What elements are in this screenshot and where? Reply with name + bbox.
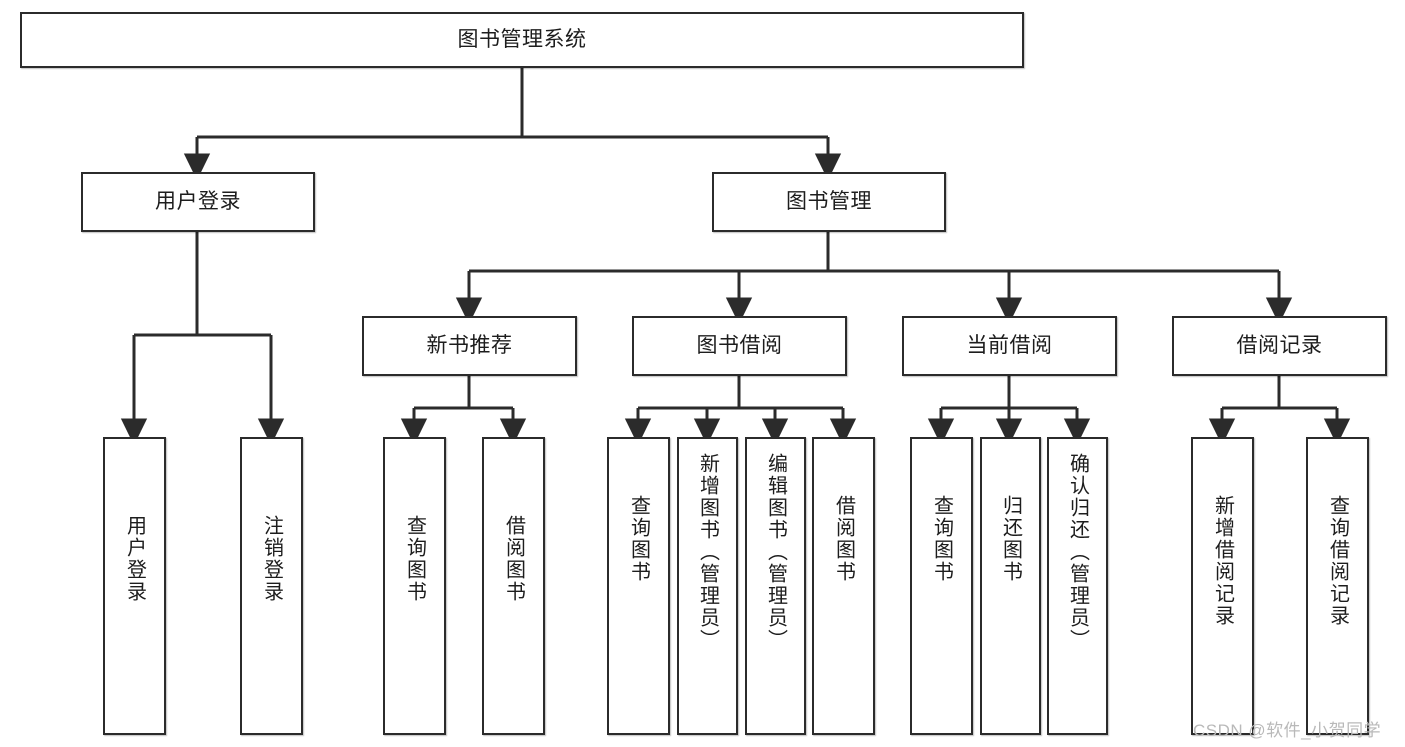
node-label: 查询图书 [403,515,426,603]
node-leaf-borrow-book-recommend[interactable]: 借阅图书 [482,437,545,735]
node-label: 图书管理 [786,189,872,213]
node-label: 新书推荐 [426,333,513,357]
node-label: 用户登录 [123,515,146,603]
node-leaf-return-book[interactable]: 归还图书 [980,437,1041,735]
node-label: 新增借阅记录 [1211,495,1234,627]
node-leaf-query-borrow-record[interactable]: 查询借阅记录 [1306,437,1369,735]
node-label: 注销登录 [260,515,283,603]
node-new-book-recommend[interactable]: 新书推荐 [362,316,577,376]
node-label: 归还图书 [999,495,1022,583]
node-book-management[interactable]: 图书管理 [712,172,946,232]
csdn-watermark: CSDN @软件_小贺同学 [1193,721,1382,740]
node-leaf-borrow-book[interactable]: 借阅图书 [812,437,875,735]
node-label: 查询图书 [930,495,953,583]
node-label: 借阅记录 [1236,333,1323,357]
node-leaf-add-borrow-record[interactable]: 新增借阅记录 [1191,437,1254,735]
node-label: 用户登录 [155,189,241,213]
node-root-system[interactable]: 图书管理系统 [20,12,1024,68]
node-leaf-query-book-recommend[interactable]: 查询图书 [383,437,446,735]
node-label: 新增图书（管理员） [696,453,719,651]
node-leaf-logout[interactable]: 注销登录 [240,437,303,735]
node-label: 当前借阅 [966,333,1053,357]
node-leaf-user-login[interactable]: 用户登录 [103,437,166,735]
node-label: 查询借阅记录 [1326,495,1349,627]
node-current-borrow[interactable]: 当前借阅 [902,316,1117,376]
node-label: 编辑图书（管理员） [764,453,787,651]
node-leaf-add-book-admin[interactable]: 新增图书（管理员） [677,437,738,735]
node-label: 图书借阅 [696,333,783,357]
node-label: 借阅图书 [502,515,525,603]
node-leaf-confirm-return-admin[interactable]: 确认归还（管理员） [1047,437,1108,735]
node-label: 图书管理系统 [457,27,587,51]
node-leaf-edit-book-admin[interactable]: 编辑图书（管理员） [745,437,806,735]
node-user-login[interactable]: 用户登录 [81,172,315,232]
node-book-borrow[interactable]: 图书借阅 [632,316,847,376]
node-label: 查询图书 [627,495,650,583]
node-label: 确认归还（管理员） [1066,453,1089,651]
node-leaf-query-book-borrow[interactable]: 查询图书 [607,437,670,735]
node-borrow-record[interactable]: 借阅记录 [1172,316,1387,376]
node-label: 借阅图书 [832,495,855,583]
node-leaf-query-book-current[interactable]: 查询图书 [910,437,973,735]
